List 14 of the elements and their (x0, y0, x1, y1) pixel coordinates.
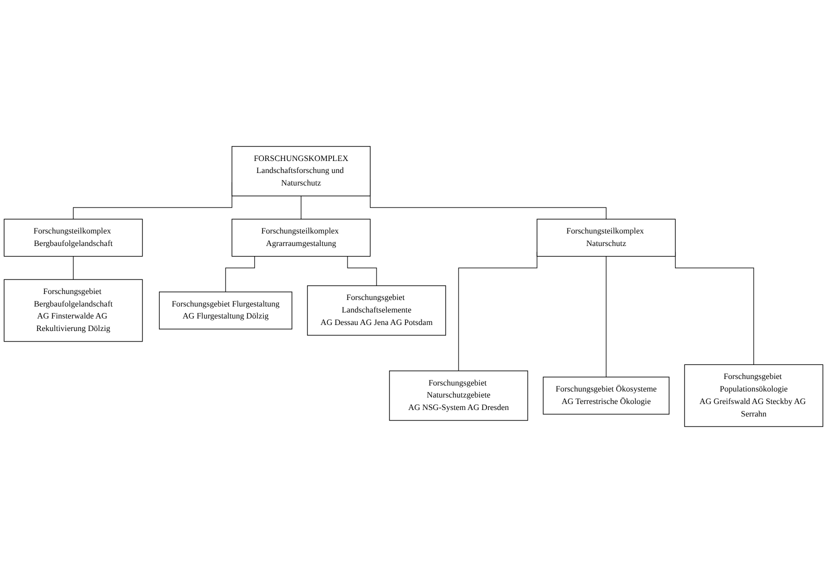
connector (225, 256, 255, 292)
connector (347, 256, 377, 286)
node-box: Forschungsteilkomplex Naturschutz (536, 218, 676, 257)
node-box: Forschungsgebiet Naturschutzgebiete AG NSG-System AG Dresden (389, 370, 528, 421)
node-box: Forschungsgebiet Flurgestaltung AG Flurgestaltung Dölzig (158, 292, 292, 330)
node-box: Forschungsgebiet Landschaftselemente AG Dessau AG Jena AG Potsdam (307, 285, 446, 336)
node-box: Forschungsgebiet Populationsökologie AG Greifswald AG Steckby AG Serrahn (684, 364, 824, 427)
node-box: Forschungsgebiet Bergbaufolgelandschaft AG Finsterwalde AG Rekultivierung Dölzig (4, 279, 143, 342)
connector (300, 196, 302, 220)
node-box: Forschungsteilkomplex Bergbaufolgelandschaft (4, 218, 143, 257)
node-box: FORSCHUNGSKOMPLEX Landschaftsforschung und Naturschutz (232, 146, 371, 196)
node-box: Forschungsteilkomplex Agrarraumgestaltung (232, 218, 371, 257)
connector (72, 256, 74, 280)
node-box: Forschungsgebiet Ökosysteme AG Terrestrische Ökologie (542, 376, 670, 415)
